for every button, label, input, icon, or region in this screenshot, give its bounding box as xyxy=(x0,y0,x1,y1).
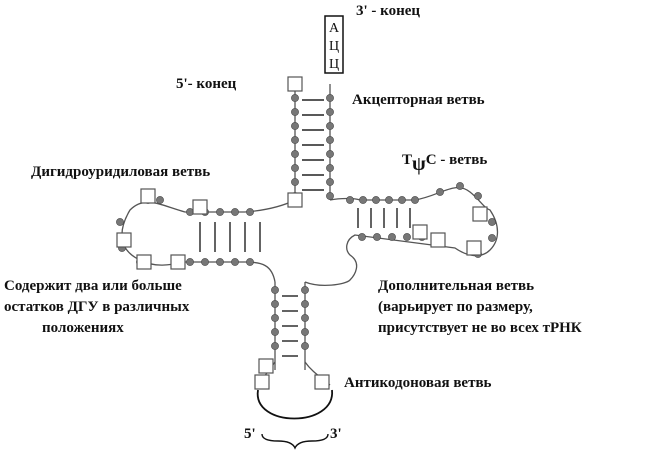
label-contains-line3: положениях xyxy=(42,320,124,336)
nucleotide-dot xyxy=(372,196,380,204)
modified-base-square xyxy=(254,374,270,390)
anticodon-arc xyxy=(257,389,333,420)
label-extra-line1: Дополнительная ветвь xyxy=(378,278,534,294)
nucleotide-dot xyxy=(216,258,224,266)
label-tpsic-psi: ψ xyxy=(412,153,426,175)
modified-base-square xyxy=(430,232,446,248)
nucleotide-dot xyxy=(231,208,239,216)
cca-c2: Ц xyxy=(329,57,339,72)
nucleotide-dot xyxy=(301,300,309,308)
modified-base-square xyxy=(258,358,274,374)
nucleotide-dot xyxy=(359,196,367,204)
nucleotide-dot xyxy=(301,342,309,350)
nucleotide-dot xyxy=(291,136,299,144)
nucleotide-dot xyxy=(291,178,299,186)
nucleotide-dot xyxy=(326,192,334,200)
nucleotide-dot xyxy=(488,234,496,242)
modified-base-square xyxy=(314,374,330,390)
nucleotide-dot xyxy=(326,164,334,172)
nucleotide-dot xyxy=(385,196,393,204)
modified-base-square xyxy=(287,76,303,92)
nucleotide-dot xyxy=(246,258,254,266)
nucleotide-dot xyxy=(456,182,464,190)
nucleotide-dot xyxy=(436,188,444,196)
nucleotide-dot xyxy=(231,258,239,266)
label-anticodon-5: 5' xyxy=(244,426,256,442)
label-acceptor-arm: Акцепторная ветвь xyxy=(352,92,485,108)
label-anticodon-arm: Антикодоновая ветвь xyxy=(344,375,492,391)
cca-a: А xyxy=(329,21,340,36)
nucleotide-dot xyxy=(301,286,309,294)
modified-base-square xyxy=(170,254,186,270)
modified-base-square xyxy=(140,188,156,204)
nucleotide-dot xyxy=(326,108,334,116)
cca-box xyxy=(324,15,344,74)
nucleotide-dot xyxy=(291,164,299,172)
nucleotide-dot xyxy=(488,218,496,226)
base-pairs-layer xyxy=(199,99,411,357)
label-tpsic-rest: C - ветвь xyxy=(426,152,488,168)
label-anticodon-3: 3' xyxy=(330,426,342,442)
nucleotide-dot xyxy=(373,233,381,241)
nucleotide-dot xyxy=(156,196,164,204)
anticodon-brace xyxy=(261,433,329,450)
nucleotide-dot xyxy=(326,122,334,130)
modified-base-square xyxy=(412,224,428,240)
nucleotide-dot xyxy=(271,342,279,350)
label-extra-line2: (варьирует по размеру, xyxy=(378,299,533,315)
modified-base-square xyxy=(466,240,482,256)
nucleotide-dot xyxy=(326,150,334,158)
nucleotide-dot xyxy=(346,196,354,204)
nucleotide-dot xyxy=(403,233,411,241)
nucleotide-dot xyxy=(326,94,334,102)
nucleotide-dot xyxy=(301,328,309,336)
label-5-end: 5'- конец xyxy=(176,76,237,92)
nucleotide-dot xyxy=(246,208,254,216)
nucleotide-dot xyxy=(474,192,482,200)
modified-base-square xyxy=(472,206,488,222)
nucleotide-dot xyxy=(291,94,299,102)
nucleotide-dot xyxy=(358,233,366,241)
nucleotide-dot xyxy=(326,178,334,186)
nucleotide-dot xyxy=(291,150,299,158)
nucleotide-dot xyxy=(201,258,209,266)
nucleotide-dot xyxy=(271,300,279,308)
modified-base-square xyxy=(192,199,208,215)
modified-base-square xyxy=(287,192,303,208)
nucleotide-dot xyxy=(186,258,194,266)
label-extra-line3: присутствует не во всех тРНК xyxy=(378,320,582,336)
label-dihydrouridine-arm: Дигидроуридиловая ветвь xyxy=(31,164,210,180)
nucleotide-dot xyxy=(116,218,124,226)
label-3-end: 3' - конец xyxy=(356,3,420,19)
cca-c1: Ц xyxy=(329,39,339,54)
label-tpsic-arm: TψC - ветвь xyxy=(402,152,487,175)
nucleotide-dot xyxy=(301,314,309,322)
modified-base-square xyxy=(136,254,152,270)
backbone-segment xyxy=(304,187,499,286)
label-tpsic-t: T xyxy=(402,152,412,168)
nucleotide-dot xyxy=(411,196,419,204)
label-contains-line1: Содержит два или больше xyxy=(4,278,182,294)
nucleotide-dot xyxy=(271,286,279,294)
label-contains-line2: остатков ДГУ в различных xyxy=(4,299,190,315)
modified-base-layer xyxy=(116,76,488,390)
nucleotide-dot xyxy=(388,233,396,241)
nucleotide-dot xyxy=(326,136,334,144)
modified-base-square xyxy=(116,232,132,248)
nucleotide-dot xyxy=(291,108,299,116)
nucleotide-dot xyxy=(216,208,224,216)
nucleotide-dot xyxy=(271,314,279,322)
nucleotide-dot xyxy=(271,328,279,336)
nucleotide-dot xyxy=(291,122,299,130)
nucleotide-dot xyxy=(398,196,406,204)
